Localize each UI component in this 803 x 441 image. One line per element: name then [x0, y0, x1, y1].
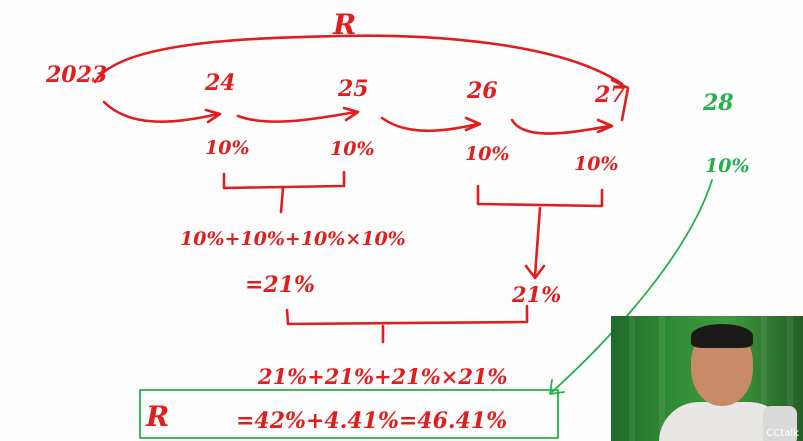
cctalk-watermark: CCtalk: [766, 428, 799, 439]
year-26: 26: [466, 78, 498, 104]
year-24: 24: [204, 70, 236, 96]
final-box: [139, 389, 559, 439]
step-arrow-4: [510, 118, 614, 135]
step-arrow-3: [380, 116, 482, 133]
top-r-label: R: [332, 8, 356, 41]
left-result: =21%: [245, 272, 315, 298]
year-25: 25: [337, 76, 369, 102]
rate-28: 10%: [705, 155, 750, 177]
step-arrow-1: [102, 100, 222, 124]
webcam-overlay: CCtalk: [611, 316, 803, 441]
rate-27: 10%: [574, 153, 619, 175]
bottom-bracket: [285, 304, 529, 344]
right-bracket: [476, 184, 604, 280]
left-bracket: [222, 170, 346, 214]
year-28: 28: [702, 90, 734, 116]
green-arrow: [549, 179, 713, 395]
rate-25: 10%: [330, 138, 375, 160]
step-arrow-2: [236, 106, 360, 123]
rate-26: 10%: [465, 143, 510, 165]
final-r-label: R: [145, 400, 169, 433]
microphone: [763, 406, 797, 441]
year-2023: 2023: [45, 62, 107, 88]
presenter-hair: [691, 324, 753, 348]
combined-sum: 21%+21%+21%×21%: [257, 364, 508, 389]
left-sum: 10%+10%+10%×10%: [180, 228, 406, 250]
right-result: 21%: [511, 282, 561, 307]
final-equation: =42%+4.41%=46.41%: [236, 408, 507, 434]
rate-24: 10%: [205, 137, 250, 159]
r-arc: [93, 34, 624, 86]
year-27: 27: [594, 82, 626, 108]
r-arc-end: [610, 78, 630, 122]
